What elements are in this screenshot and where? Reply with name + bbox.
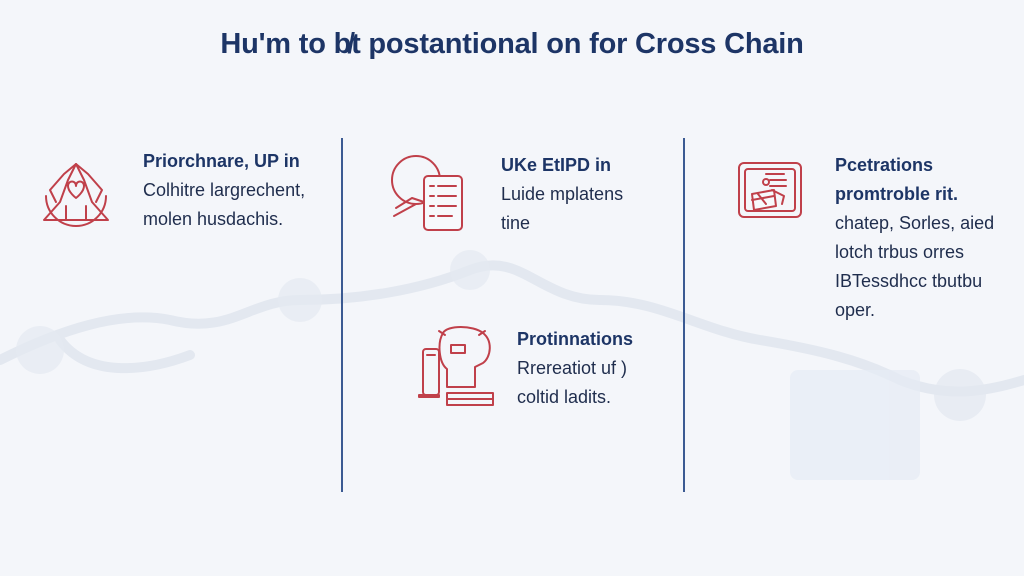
column-divider-left xyxy=(341,138,343,492)
page-title: Hu'm to b̸t postantional on for Cross Ch… xyxy=(220,28,804,60)
feature-heading: UKe EtIPD in xyxy=(501,155,612,175)
feature-line: Luide mplatens xyxy=(501,184,624,204)
feature-line: lotch trbus orres xyxy=(835,242,965,262)
hand-device-icon xyxy=(417,323,497,413)
feature-text: UKe EtIPD in Luide mplatens tine xyxy=(501,151,623,238)
monitor-card-icon xyxy=(736,160,806,222)
feature-line: chatep, Sorles, aied xyxy=(835,213,995,233)
feature-line: coltid ladits. xyxy=(517,387,612,407)
feature-line: Colhitre largrechent, xyxy=(143,180,306,200)
feature-text: Pcetrations promtroble rit. chatep, Sorl… xyxy=(835,151,994,325)
feature-heading: Protinnations xyxy=(517,329,633,349)
hands-heart-icon xyxy=(38,150,114,230)
feature-text: Protinnations Rrereatiot uf ) coltid lad… xyxy=(517,325,633,412)
feature-line: molen husdachis. xyxy=(143,209,284,229)
feature-line: Rrereatiot uf ) xyxy=(517,358,628,378)
feature-text: Priorchnare, UP in Colhitre largrechent,… xyxy=(143,147,305,234)
feature-heading: Priorchnare, UP in xyxy=(143,151,300,171)
column-divider-right xyxy=(683,138,685,492)
document-list-icon xyxy=(390,152,466,234)
feature-line: tine xyxy=(501,213,531,233)
feature-line: oper. xyxy=(835,300,876,320)
feature-line: IBTessdhcc tbutbu xyxy=(835,271,983,291)
feature-heading: Pcetrations xyxy=(835,155,934,175)
feature-line: promtroble rit. xyxy=(835,184,959,204)
